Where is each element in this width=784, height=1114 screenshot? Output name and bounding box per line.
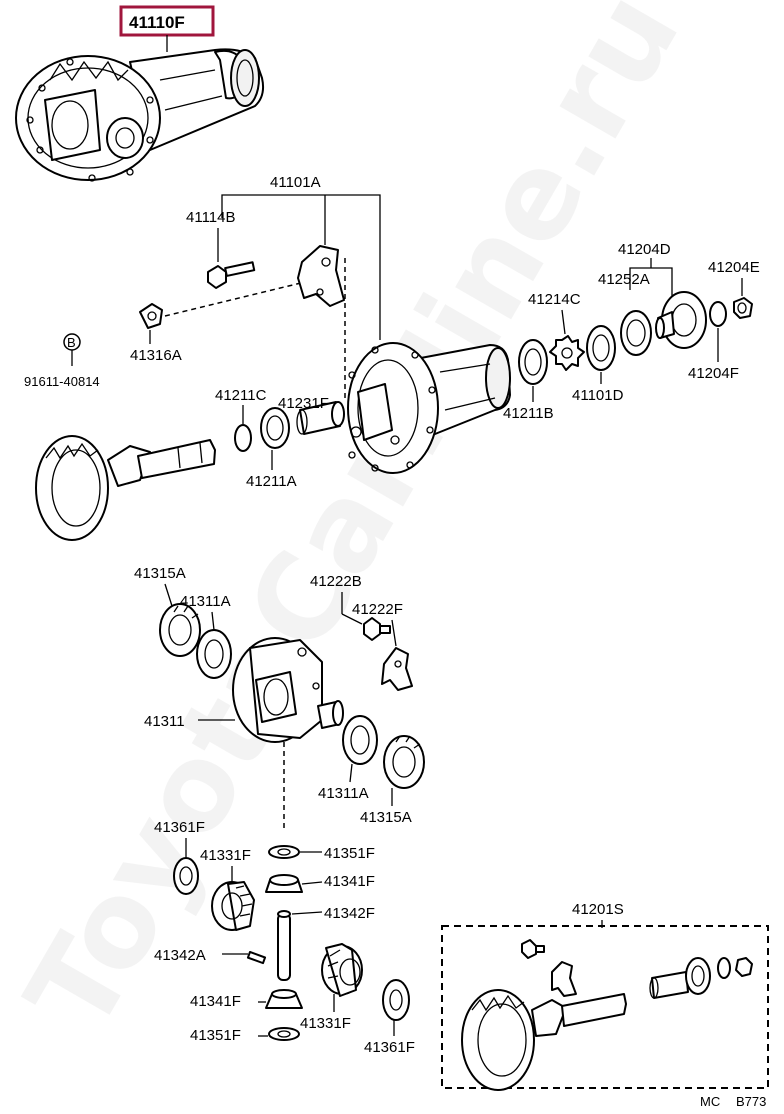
label-41214C[interactable]: 41214C xyxy=(528,291,581,308)
label-41315A-bot[interactable]: 41315A xyxy=(360,809,412,826)
carrier-housing xyxy=(347,342,511,474)
bearing-41315a-left xyxy=(159,603,201,657)
side-gear-41331f-left xyxy=(211,881,255,931)
spacer-41231f xyxy=(296,401,345,435)
label-41201S[interactable]: 41201S xyxy=(572,901,624,918)
label-91611-40814[interactable]: 91611-40814 xyxy=(24,374,100,389)
label-41331F-top[interactable]: 41331F xyxy=(200,847,251,864)
oil-seal-41252a xyxy=(620,310,652,356)
footer-code: MC xyxy=(700,1094,720,1109)
bolt-41222b xyxy=(363,617,391,641)
label-41110F[interactable]: 41110F xyxy=(129,13,185,32)
label-41204F[interactable]: 41204F xyxy=(688,365,739,382)
companion-flange xyxy=(655,291,707,349)
label-41231F[interactable]: 41231F xyxy=(278,395,329,412)
side-gear-41331f-right xyxy=(321,943,363,997)
washer-41211c xyxy=(234,424,252,452)
label-41361F-top[interactable]: 41361F xyxy=(154,819,205,836)
label-41341F-bot[interactable]: 41341F xyxy=(190,993,241,1010)
symbol-mark: B xyxy=(67,335,76,350)
label-41211B[interactable]: 41211B xyxy=(503,405,554,422)
lock-plate-41222f xyxy=(381,647,413,691)
pinion-41341f-top xyxy=(265,874,303,893)
bearing-cap-small xyxy=(139,303,163,329)
pinion-washer-41351f-bottom xyxy=(268,1027,300,1041)
label-41222F[interactable]: 41222F xyxy=(352,601,403,618)
pin-41342a xyxy=(246,951,267,965)
label-41351F-bot[interactable]: 41351F xyxy=(190,1027,241,1044)
label-41361F-bot[interactable]: 41361F xyxy=(364,1039,415,1056)
label-41341F-top[interactable]: 41341F xyxy=(324,873,375,890)
bearing-cap-bracket xyxy=(297,245,345,307)
bearing-41311a-right xyxy=(342,715,378,765)
washer-41204f xyxy=(709,301,727,327)
label-41311A-bot[interactable]: 41311A xyxy=(318,785,369,802)
label-41222B[interactable]: 41222B xyxy=(310,573,362,590)
label-41315A-top[interactable]: 41315A xyxy=(134,565,186,582)
thrust-washer-41361f-left xyxy=(173,857,199,895)
kit-box-41201s xyxy=(441,925,769,1089)
bearing-41211b xyxy=(518,339,548,385)
pinion-41341f-bottom xyxy=(265,989,303,1009)
bearing-41211a xyxy=(260,407,290,449)
carrier-assembly-drawing xyxy=(15,48,265,182)
bearing-41311a-left xyxy=(196,629,232,679)
ring-gear-and-pinion xyxy=(35,435,216,541)
kit-gear-set-drawing xyxy=(461,939,753,1091)
bearing-41101d xyxy=(586,325,616,371)
label-41101D[interactable]: 41101D xyxy=(572,387,624,404)
label-41316A[interactable]: 41316A xyxy=(130,347,182,364)
bolt-symbol: B xyxy=(63,333,81,351)
label-41342F[interactable]: 41342F xyxy=(324,905,375,922)
label-41211A[interactable]: 41211A xyxy=(246,473,297,490)
label-41351F-top[interactable]: 41351F xyxy=(324,845,375,862)
footer-ref: B773 xyxy=(736,1094,766,1109)
label-41204E[interactable]: 41204E xyxy=(708,259,760,276)
label-41311A-top[interactable]: 41311A xyxy=(180,593,231,610)
pinion-washer-41351f-top xyxy=(268,845,300,859)
bearing-41315a-right xyxy=(383,735,425,789)
label-41211C[interactable]: 41211C xyxy=(215,387,267,404)
label-41342A[interactable]: 41342A xyxy=(154,947,206,964)
label-41311[interactable]: 41311 xyxy=(144,713,185,730)
thrust-washer-41361f-right xyxy=(382,979,410,1021)
nut-41204e xyxy=(733,297,753,319)
differential-case xyxy=(232,637,344,743)
label-41114B[interactable]: 41114B xyxy=(186,209,236,226)
bolt-41114b xyxy=(207,261,256,289)
label-41204D[interactable]: 41204D xyxy=(618,241,671,258)
label-41101A[interactable]: 41101A xyxy=(270,174,321,191)
label-41331F-bot[interactable]: 41331F xyxy=(300,1015,351,1032)
label-41252A[interactable]: 41252A xyxy=(598,271,650,288)
pinion-shaft-41342f xyxy=(277,910,291,981)
oil-slinger-41214c xyxy=(549,335,585,371)
